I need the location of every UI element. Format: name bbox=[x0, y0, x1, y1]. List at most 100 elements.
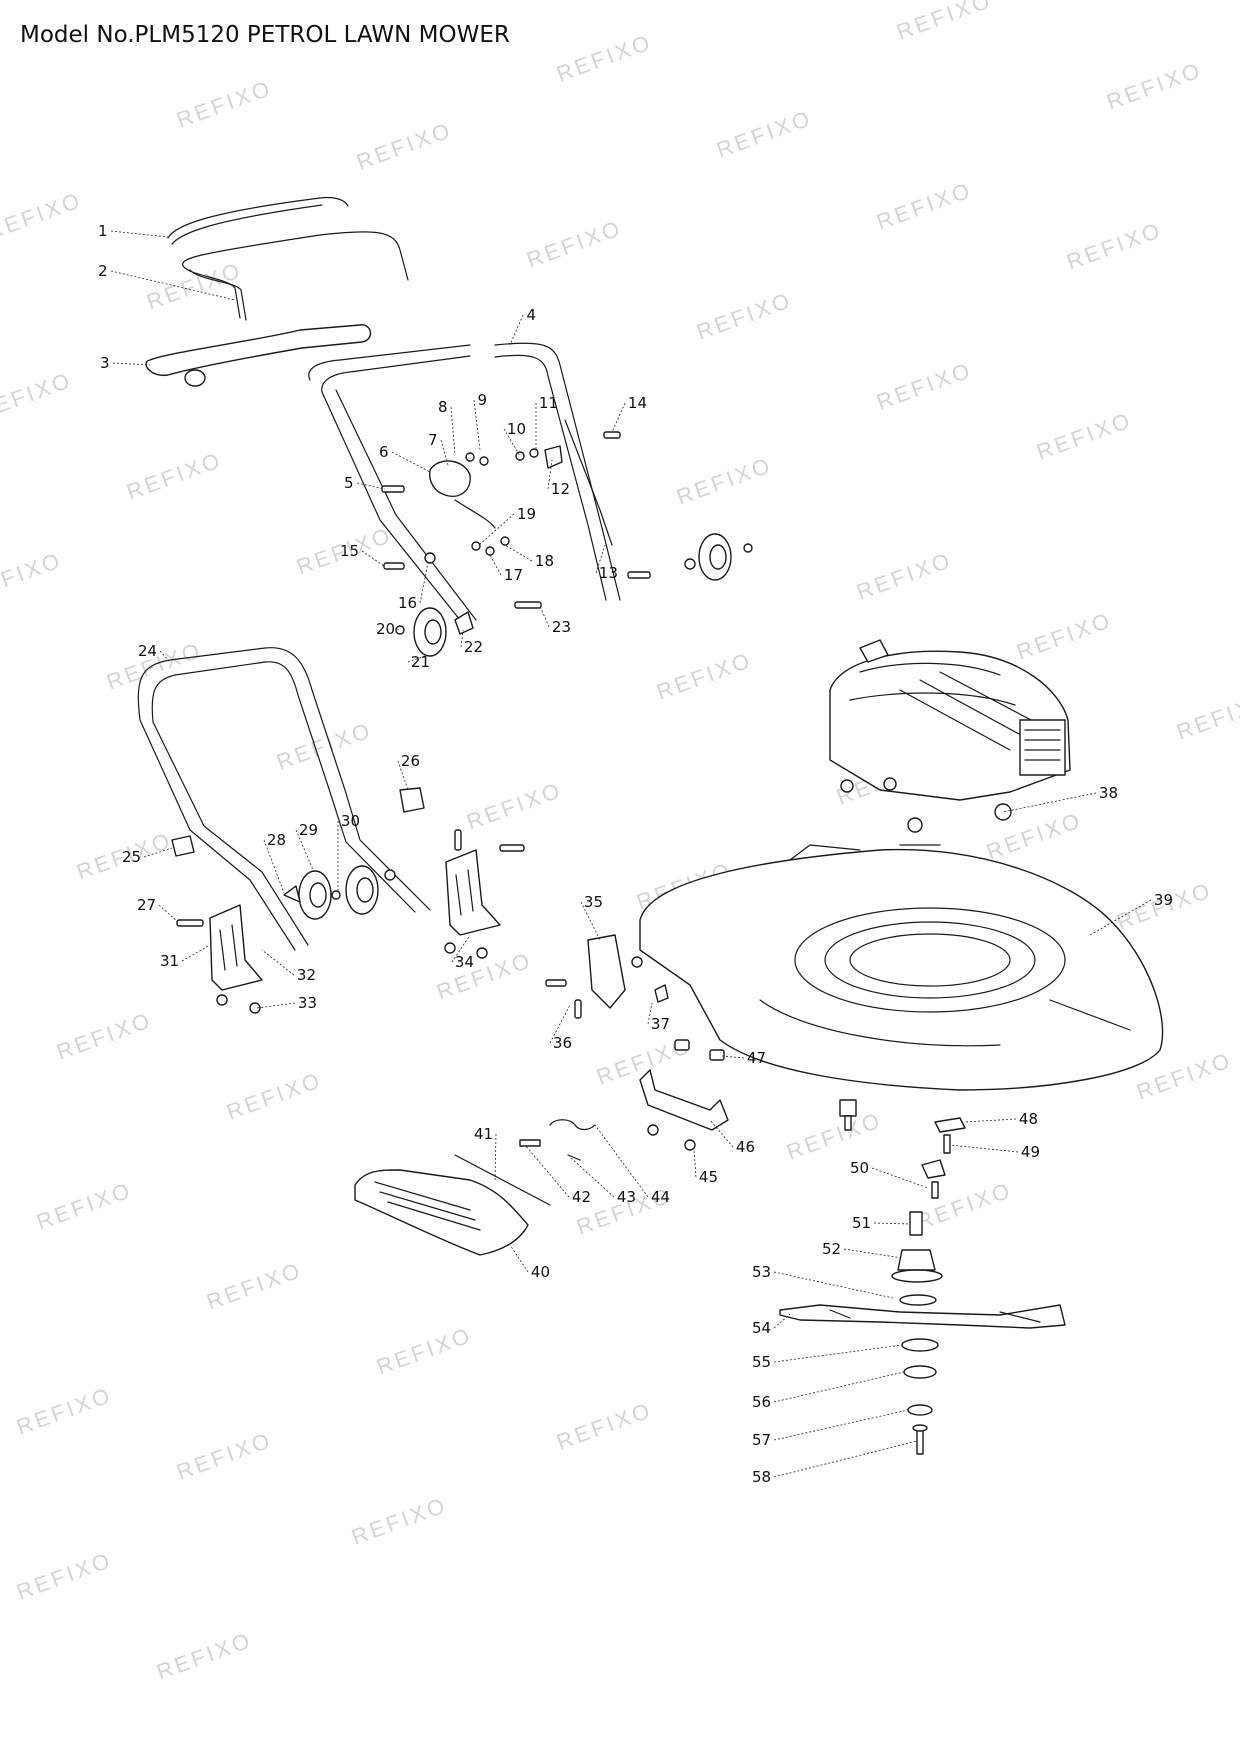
callout-label-38: 38 bbox=[1099, 784, 1118, 802]
leader-line-15 bbox=[361, 550, 385, 567]
watermark-text: REFIXO bbox=[553, 1397, 655, 1455]
callout-label-27: 27 bbox=[137, 896, 156, 914]
leader-line-23 bbox=[539, 605, 550, 628]
callout-label-13: 13 bbox=[599, 564, 618, 582]
leader-line-42 bbox=[524, 1144, 570, 1198]
callout-label-45: 45 bbox=[699, 1168, 718, 1186]
callout-label-15: 15 bbox=[340, 542, 359, 560]
leader-line-19 bbox=[477, 513, 515, 547]
callout-label-16: 16 bbox=[398, 594, 417, 612]
leader-line-38 bbox=[1002, 792, 1097, 813]
leader-line-37 bbox=[647, 1002, 653, 1025]
watermark-text: REFIXO bbox=[13, 1382, 115, 1440]
callout-label-58: 58 bbox=[752, 1468, 771, 1486]
watermark-text: REFIXO bbox=[1103, 57, 1205, 115]
callout-label-46: 46 bbox=[736, 1138, 755, 1156]
callout-label-5: 5 bbox=[344, 474, 354, 492]
watermark-text: REFIXO bbox=[1063, 217, 1165, 275]
leader-line-7 bbox=[440, 439, 449, 466]
leader-line-3 bbox=[112, 362, 151, 366]
leader-line-24 bbox=[159, 650, 171, 663]
callout-label-31: 31 bbox=[160, 952, 179, 970]
watermark-text: REFIXO bbox=[853, 547, 955, 605]
watermark-text: REFIXO bbox=[1033, 407, 1135, 465]
callout-label-36: 36 bbox=[553, 1034, 572, 1052]
leader-line-26 bbox=[397, 760, 409, 791]
watermark-text: REFIXO bbox=[203, 1257, 305, 1315]
leader-line-9 bbox=[473, 399, 481, 451]
callout-label-51: 51 bbox=[852, 1214, 871, 1232]
callout-label-47: 47 bbox=[747, 1049, 766, 1067]
leader-line-27 bbox=[158, 904, 179, 923]
watermark-text: REFIXO bbox=[173, 1427, 275, 1485]
callout-label-43: 43 bbox=[617, 1188, 636, 1206]
watermark-text: REFIXO bbox=[53, 1007, 155, 1065]
callout-label-22: 22 bbox=[464, 638, 483, 656]
leader-line-16 bbox=[419, 562, 429, 604]
watermark-text: REFIXO bbox=[353, 117, 455, 175]
callout-label-10: 10 bbox=[507, 420, 526, 438]
callout-label-40: 40 bbox=[531, 1263, 550, 1281]
leader-line-55 bbox=[773, 1344, 903, 1363]
watermark-text: REFIXO bbox=[783, 1107, 885, 1165]
callout-label-32: 32 bbox=[297, 966, 316, 984]
watermark-text: REFIXO bbox=[0, 187, 86, 245]
watermark-text: REFIXO bbox=[33, 1177, 135, 1235]
callout-label-37: 37 bbox=[651, 1015, 670, 1033]
leader-line-52 bbox=[843, 1248, 903, 1259]
callout-label-7: 7 bbox=[428, 431, 438, 449]
callout-label-25: 25 bbox=[122, 848, 141, 866]
watermark-text: REFIXO bbox=[13, 1547, 115, 1605]
watermark-text: REFIXO bbox=[693, 287, 795, 345]
callout-label-49: 49 bbox=[1021, 1143, 1040, 1161]
callout-label-29: 29 bbox=[299, 821, 318, 839]
leader-line-25 bbox=[143, 847, 173, 858]
callout-label-20: 20 bbox=[376, 620, 395, 638]
watermark-text: REFIXO bbox=[893, 0, 995, 45]
callout-label-30: 30 bbox=[341, 812, 360, 830]
leader-line-51 bbox=[873, 1222, 911, 1225]
callout-label-33: 33 bbox=[298, 994, 317, 1012]
callout-label-41: 41 bbox=[474, 1125, 493, 1143]
callout-label-34: 34 bbox=[455, 953, 474, 971]
watermark-text: REFIXO bbox=[913, 1177, 1015, 1235]
leader-line-18 bbox=[504, 544, 533, 562]
leader-line-6 bbox=[391, 451, 431, 473]
callout-label-6: 6 bbox=[379, 443, 389, 461]
leader-line-5 bbox=[356, 482, 386, 490]
callout-label-54: 54 bbox=[752, 1319, 771, 1337]
watermark-text: REFIXO bbox=[173, 75, 275, 133]
leader-line-4 bbox=[509, 314, 524, 346]
callout-label-19: 19 bbox=[517, 505, 536, 523]
leader-line-14 bbox=[611, 402, 626, 433]
callout-label-9: 9 bbox=[477, 391, 487, 409]
callout-label-28: 28 bbox=[267, 831, 286, 849]
callout-label-21: 21 bbox=[411, 653, 430, 671]
leader-line-1 bbox=[110, 230, 169, 238]
watermark-text: REFIXO bbox=[873, 177, 975, 235]
leader-line-48 bbox=[964, 1118, 1017, 1123]
leader-line-44 bbox=[594, 1124, 649, 1198]
leader-line-53 bbox=[773, 1271, 894, 1299]
watermark-text: REFIXO bbox=[1173, 687, 1240, 745]
leader-line-57 bbox=[773, 1409, 909, 1441]
parts-drawing bbox=[137, 196, 1164, 1455]
watermark-text: REFIXO bbox=[873, 357, 975, 415]
callout-label-52: 52 bbox=[822, 1240, 841, 1258]
callout-label-14: 14 bbox=[628, 394, 647, 412]
callout-label-39: 39 bbox=[1154, 891, 1173, 909]
leader-line-28 bbox=[263, 839, 285, 894]
leader-line-12 bbox=[547, 459, 553, 490]
leader-line-36 bbox=[549, 1004, 571, 1044]
callout-label-1: 1 bbox=[98, 222, 108, 240]
callout-label-2: 2 bbox=[98, 262, 108, 280]
leader-line-46 bbox=[709, 1119, 734, 1148]
leader-line-17 bbox=[489, 554, 502, 576]
callout-label-3: 3 bbox=[100, 354, 110, 372]
leader-line-32 bbox=[261, 949, 295, 976]
callout-label-35: 35 bbox=[584, 893, 603, 911]
watermark-text: REFIXO bbox=[348, 1492, 450, 1550]
watermark-text: REFIXO bbox=[153, 1627, 255, 1685]
